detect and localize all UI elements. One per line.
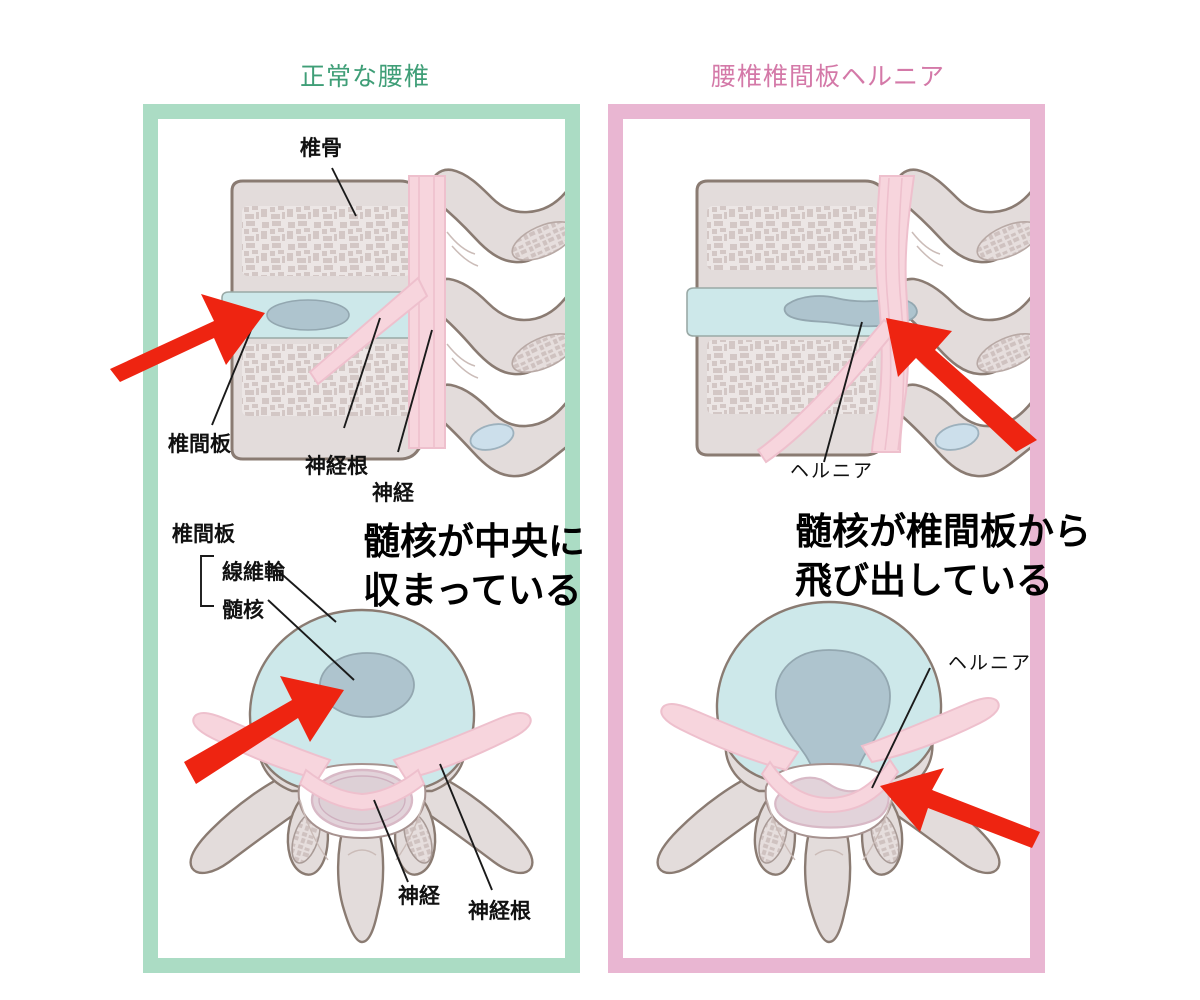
nerve-roots-axial-normal	[192, 712, 532, 812]
facet-detail-normal	[469, 423, 515, 451]
hernia-sagittal-view	[686, 168, 1030, 478]
label-nucleus-pulposus: 髄核	[222, 599, 264, 622]
facet-detail-hernia	[934, 423, 980, 451]
normal-panel-art	[189, 167, 565, 944]
leader-disc	[211, 317, 257, 426]
leader-herniation-axial	[871, 667, 931, 789]
nerve-root-normal	[308, 276, 429, 386]
arrow-herniation-sagittal	[886, 318, 1037, 452]
message-hernia: 髄核が椎間板から 飛び出している	[795, 508, 1091, 606]
nerve-roots-axial-hernia	[660, 697, 1000, 814]
leader-lines-hernia	[823, 321, 931, 789]
nerve-root-hernia	[756, 318, 898, 464]
label-nerve-root-axial: 神経根	[468, 900, 531, 923]
message-hernia-line2: 飛び出している	[795, 559, 1053, 601]
posterior-elements-normal	[429, 168, 565, 478]
leader-lines-normal	[211, 167, 493, 891]
nucleus-pulposus-normal	[266, 299, 350, 331]
axial-marrow-hernia	[758, 812, 900, 864]
label-nerve-root: 神経根	[305, 455, 368, 478]
vertebral-bodies-normal	[230, 179, 432, 461]
leader-vertebra	[331, 167, 357, 217]
panel-title-hernia: 腰椎椎間板ヘルニア	[710, 63, 945, 91]
hernia-panel-art	[656, 168, 1030, 944]
posterior-detail-lines-normal	[446, 231, 479, 379]
leader-nucleus	[267, 599, 355, 681]
axial-detail-lines-hernia	[766, 799, 892, 861]
arrow-herniation-axial	[880, 768, 1040, 848]
label-disc-group: 椎間板	[172, 523, 235, 546]
process-trabeculae-normal	[511, 221, 565, 373]
label-nerve: 神経	[372, 482, 414, 505]
process-trabeculae-hernia	[976, 221, 1030, 373]
hernia-axial-view	[656, 600, 1001, 944]
leader-nerve-root	[343, 317, 381, 429]
label-annulus-fibrosus: 線維輪	[222, 561, 285, 584]
posterior-elements-hernia	[894, 168, 1030, 478]
normal-sagittal-view	[221, 168, 565, 478]
message-normal: 髄核が中央に 収まっている	[363, 518, 585, 616]
leader-annulus	[267, 561, 337, 623]
label-nerve-axial: 神経	[398, 885, 440, 908]
message-normal-line1: 髄核が中央に	[363, 521, 585, 562]
message-normal-line2: 収まっている	[363, 569, 582, 611]
label-vertebra: 椎骨	[300, 137, 342, 160]
leader-nerve	[397, 329, 433, 453]
label-herniation-sagittal: ヘルニア	[790, 461, 875, 482]
arrows-hernia	[880, 318, 1040, 848]
spinal-cord-hernia	[870, 175, 916, 453]
message-hernia-line1: 髄核が椎間板から	[795, 511, 1091, 552]
leader-nerve-root-axial	[439, 763, 493, 891]
panel-title-normal: 正常な腰椎	[299, 63, 430, 91]
normal-axial-view	[189, 608, 534, 944]
leader-nerve-axial	[373, 799, 409, 883]
label-intervertebral-disc: 椎間板	[168, 433, 231, 456]
disc-components-bracket	[200, 555, 214, 607]
arrows-normal	[110, 294, 344, 784]
arrow-nucleus-axial	[184, 676, 344, 784]
axial-detail-lines-normal	[299, 799, 425, 861]
label-herniation-axial: ヘルニア	[948, 653, 1033, 674]
spinal-cord-normal	[408, 175, 446, 449]
axial-processes-normal	[189, 770, 534, 944]
leader-herniation-sagittal	[823, 321, 863, 463]
arrow-disc-sagittal	[110, 294, 265, 382]
